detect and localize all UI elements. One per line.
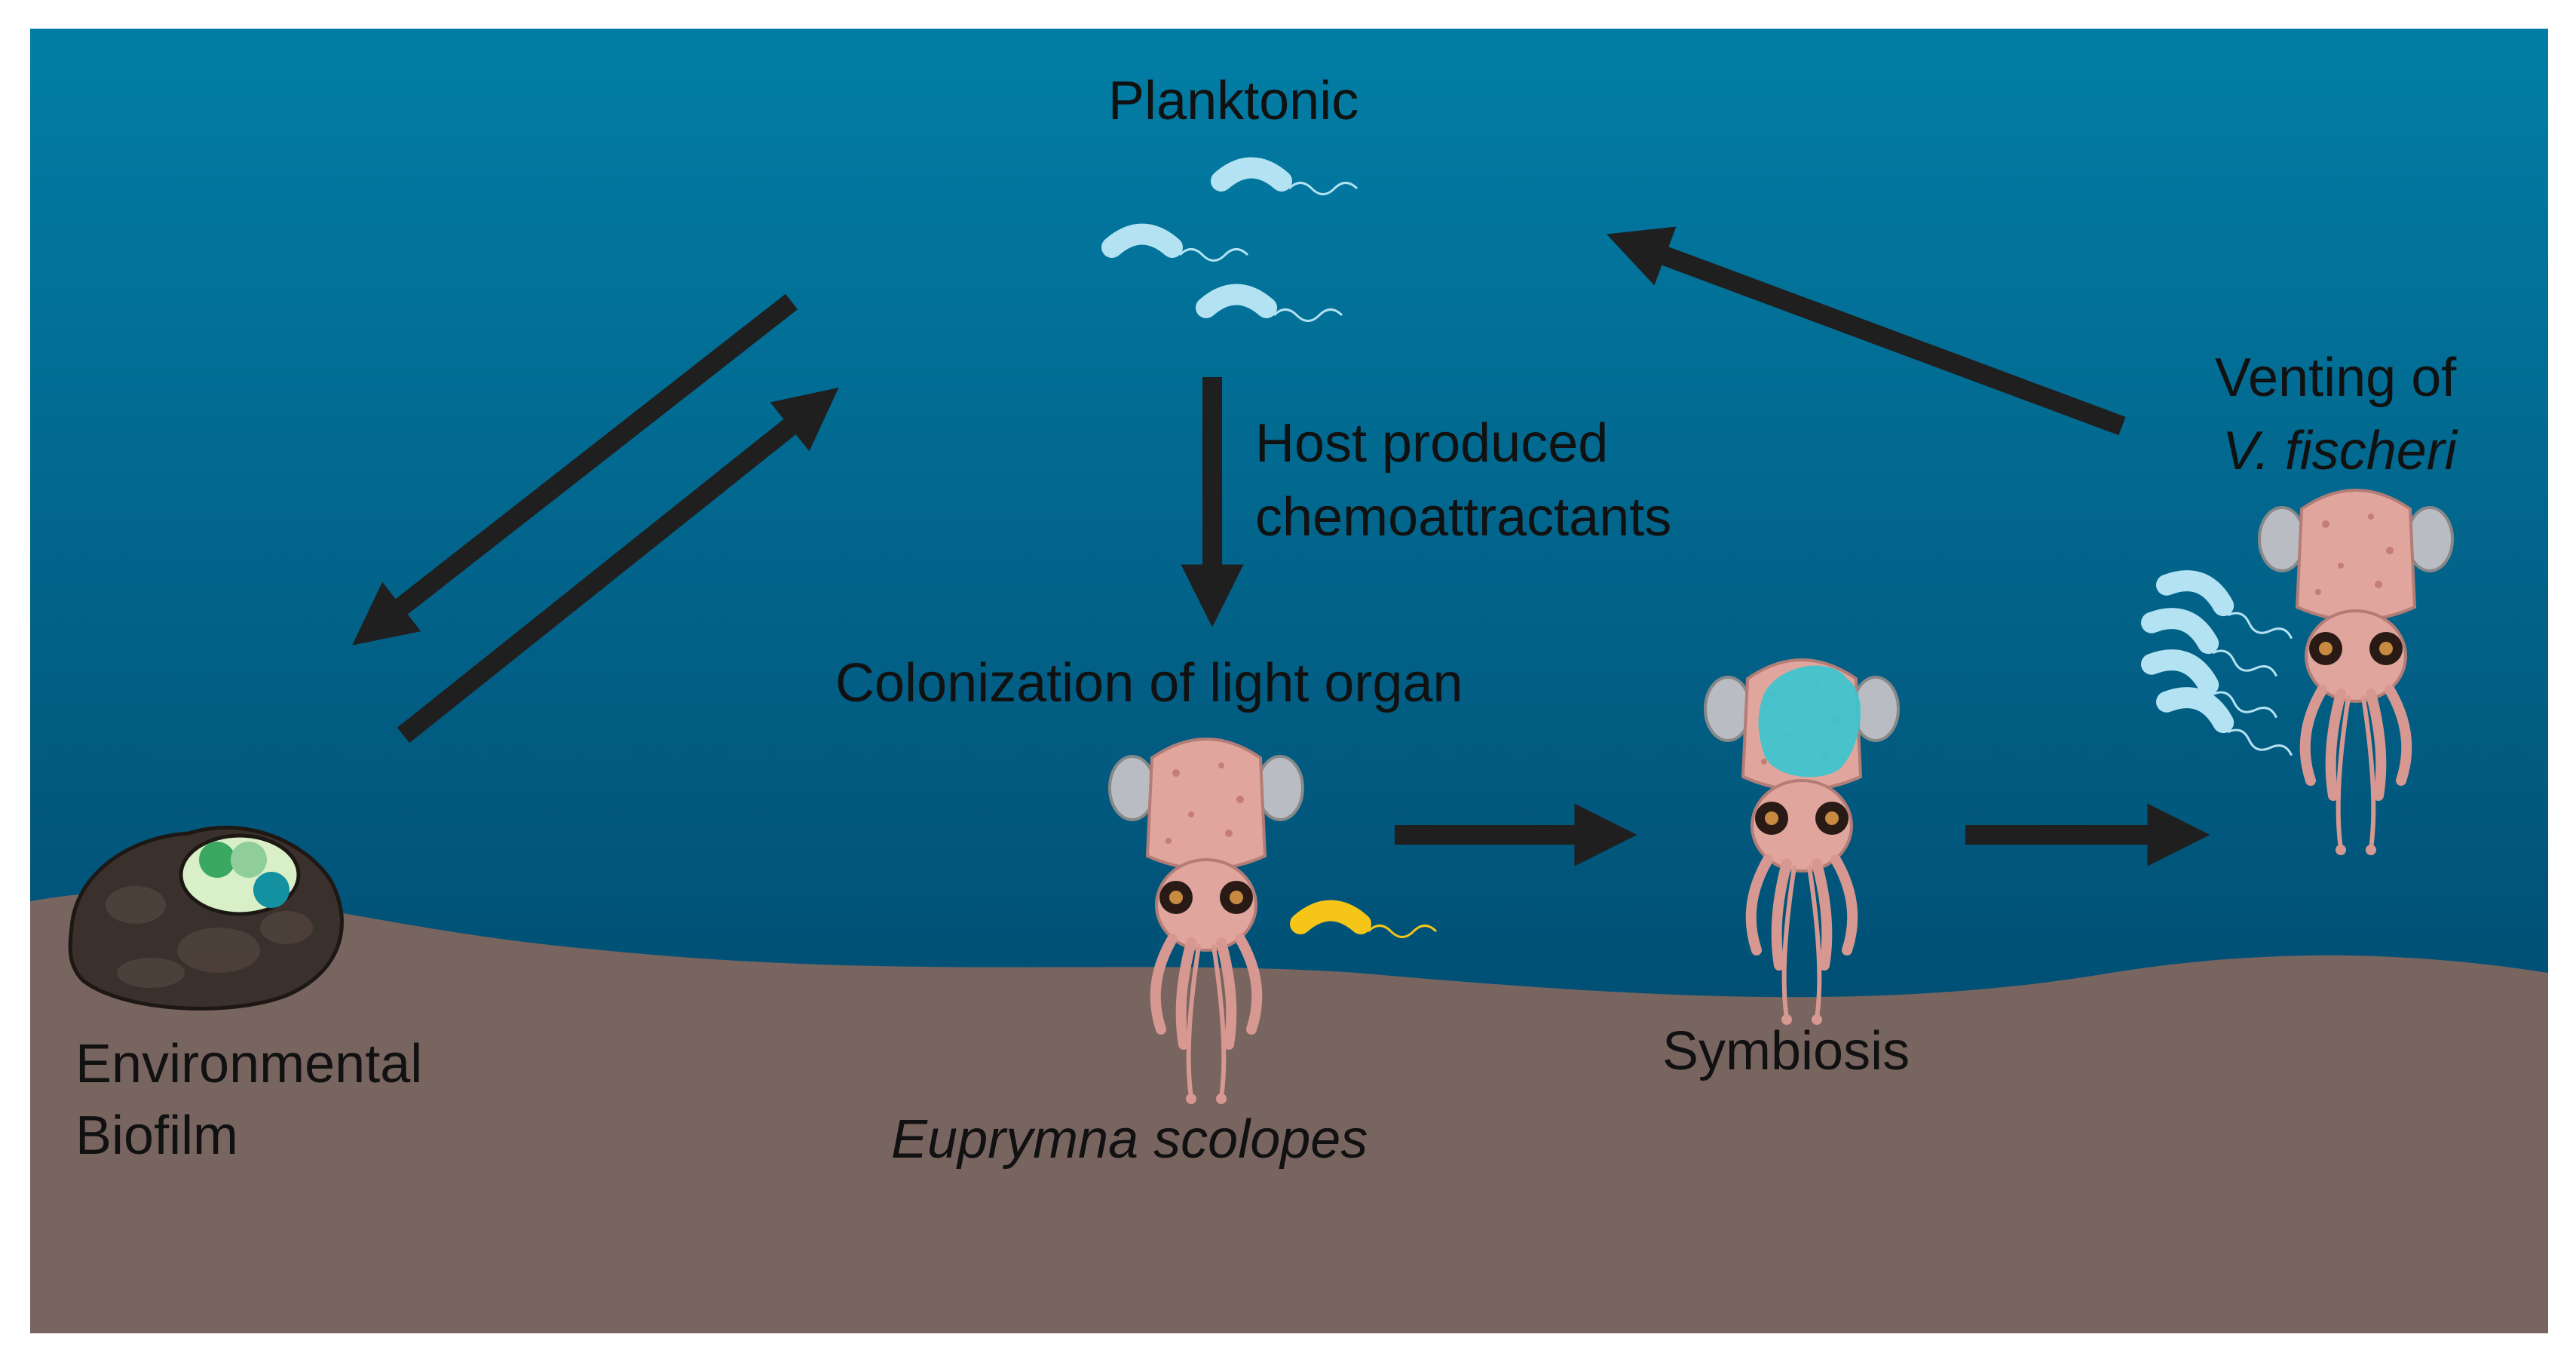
arrow-venting-to-planktonic — [1607, 226, 2126, 436]
label-biofilm: Biofilm — [75, 1106, 238, 1166]
label-venting-line2: V. fischeri — [2222, 421, 2458, 481]
label-host-produced-line2: chemoattractants — [1255, 487, 1671, 548]
label-symbiosis: Symbiosis — [1662, 1021, 1910, 1081]
flow-arrows — [352, 226, 2210, 867]
arrow-planktonic-to-biofilm — [352, 293, 798, 646]
arrow-biofilm-to-planktonic — [397, 388, 839, 744]
light-organ-glow — [1758, 665, 1861, 778]
label-host-produced-line1: Host produced — [1255, 413, 1608, 474]
label-colonization: Colonization of light organ — [835, 653, 1463, 713]
label-venting-line1: Venting of — [2215, 348, 2457, 408]
label-euprymna-scolopes: Euprymna scolopes — [891, 1109, 1368, 1170]
biofilm-rock — [68, 825, 344, 1011]
label-planktonic: Planktonic — [1108, 71, 1358, 131]
label-environmental: Environmental — [75, 1034, 422, 1094]
sediment-floor — [30, 891, 2548, 1333]
